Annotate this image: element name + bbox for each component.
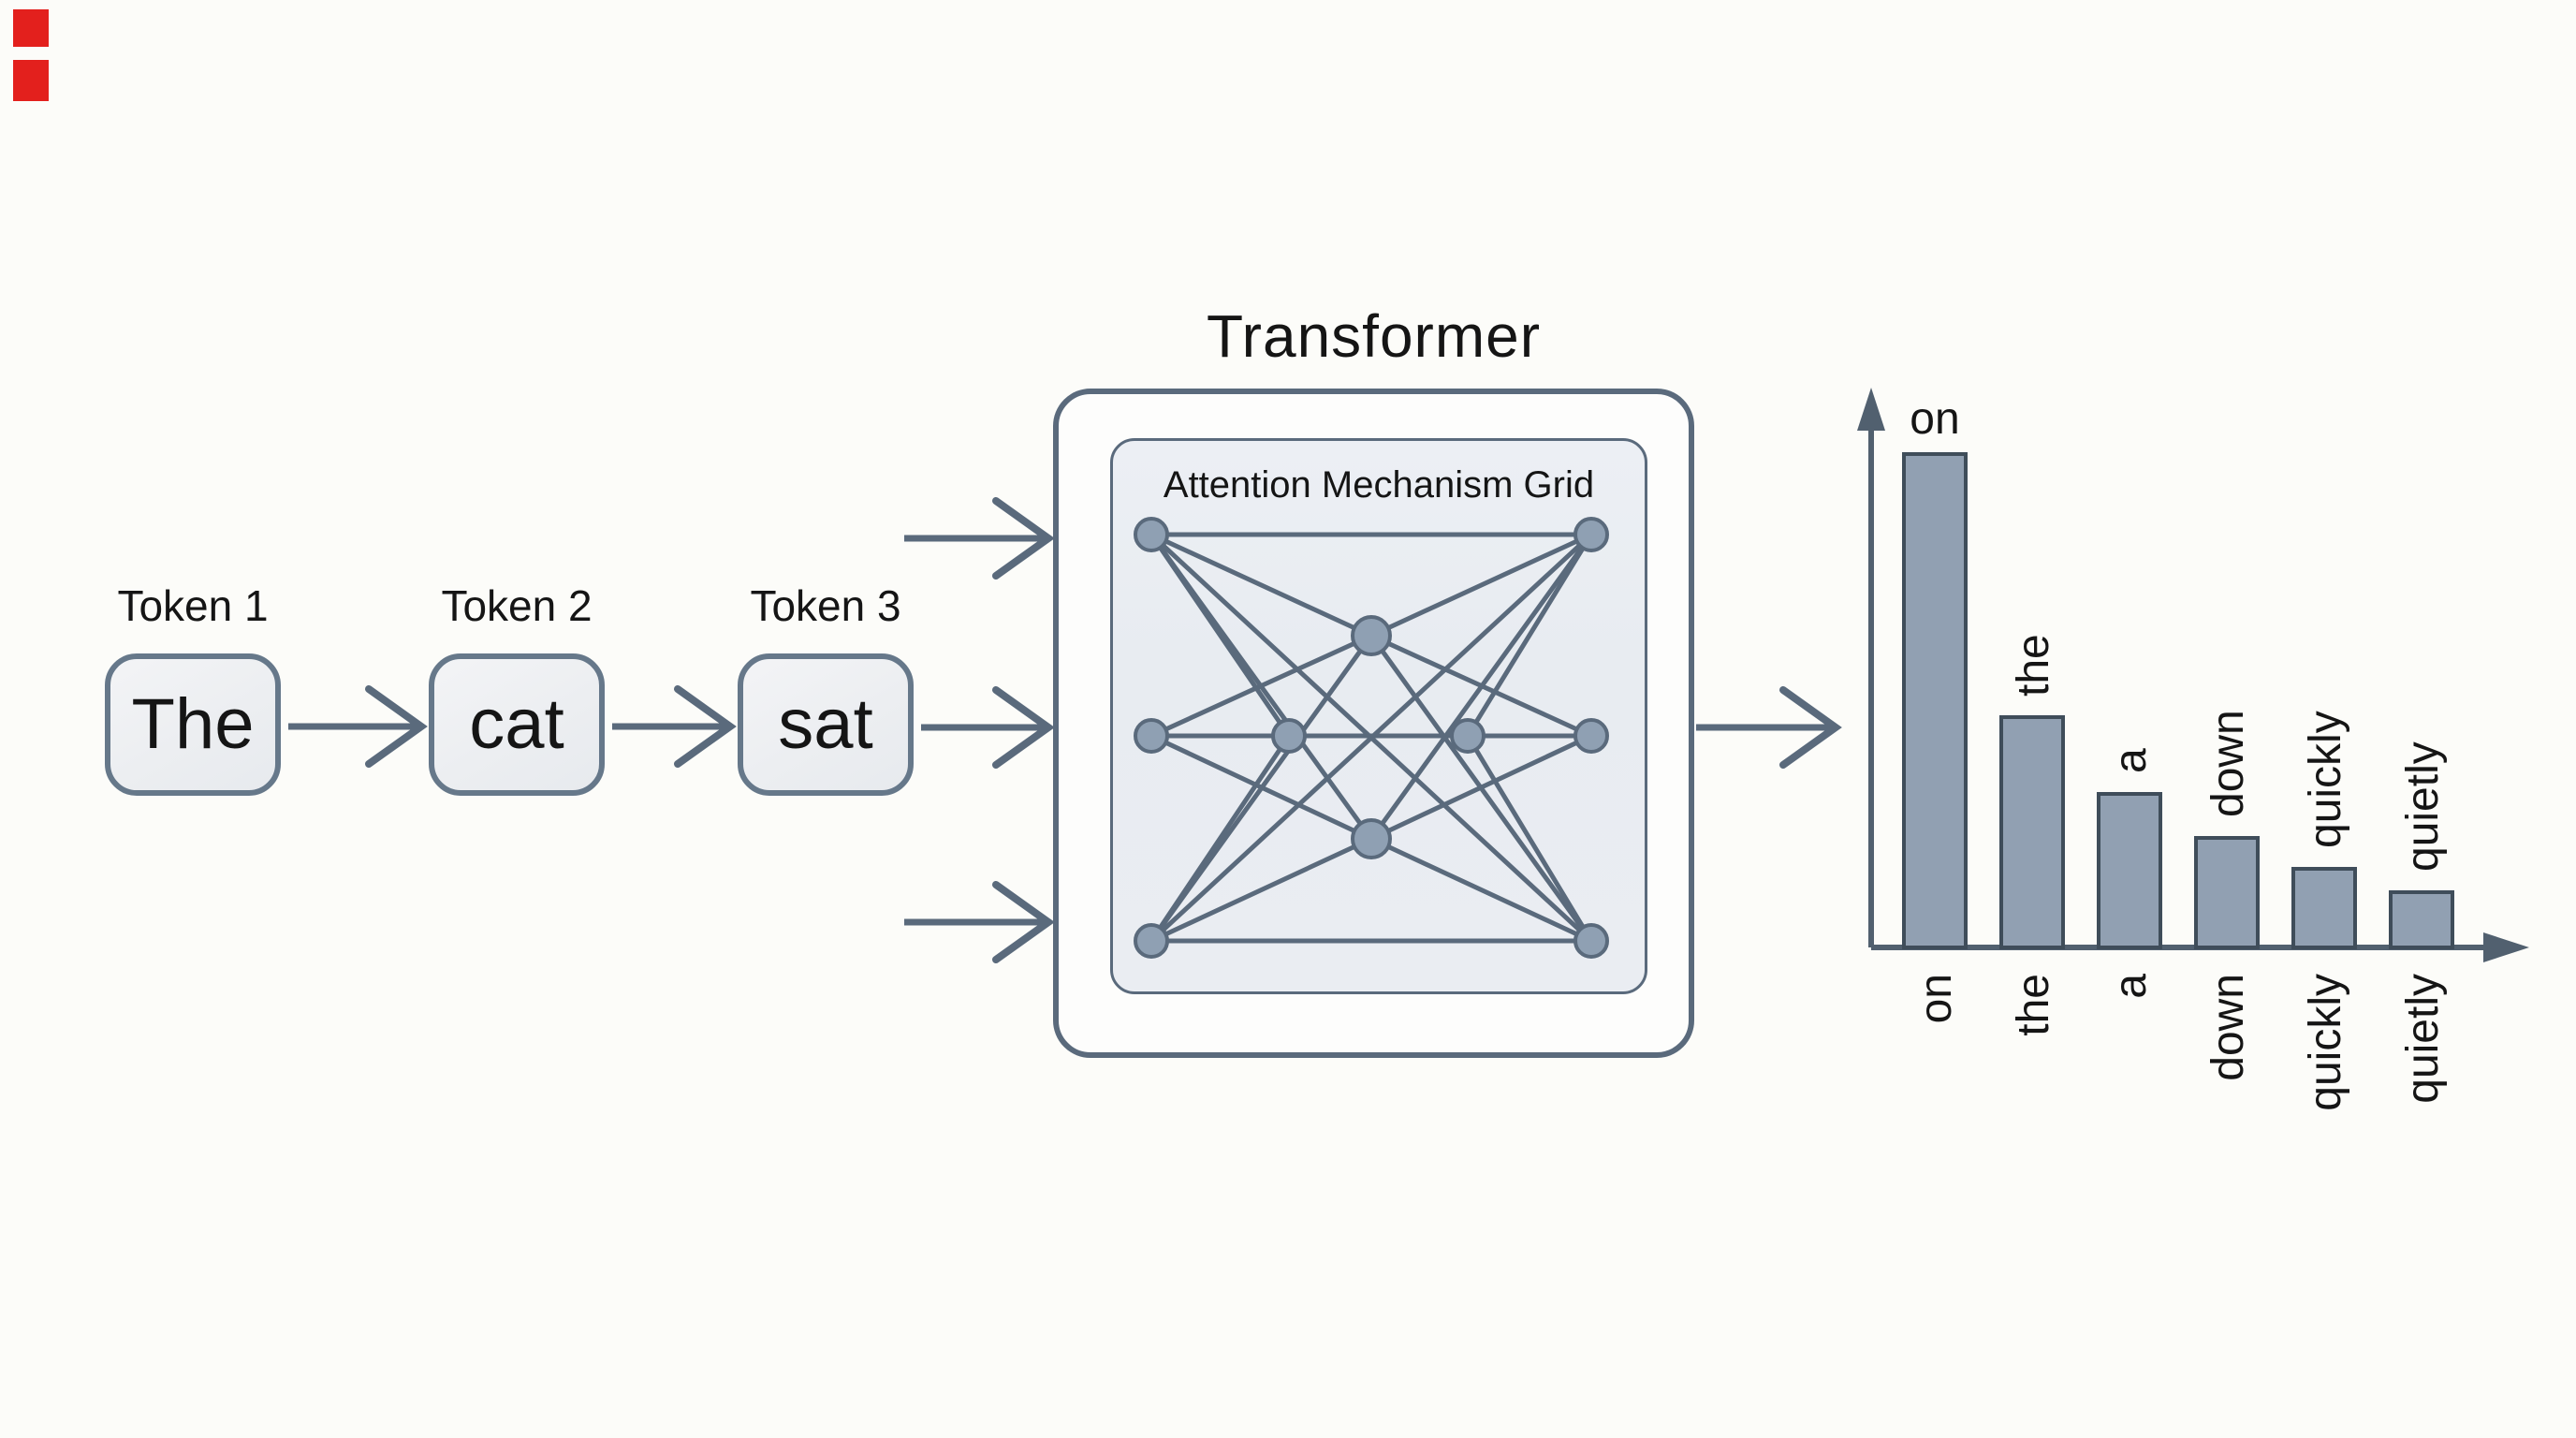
arrow-input-bottom-head (992, 881, 1055, 963)
arrow-token2-to-token3-head (674, 685, 737, 768)
attention-node-M1 (1134, 718, 1169, 754)
attention-edge-TL-TC (1149, 532, 1374, 638)
attention-grid-label: Attention Mechanism Grid (1163, 464, 1595, 506)
flow-arrows (288, 497, 1842, 963)
bar-top-label-quickly: quickly (2301, 711, 2350, 848)
arrow-input-middle-head (992, 686, 1055, 769)
y-axis-arrowhead (1857, 388, 1885, 431)
red-artifact-mark-1 (13, 9, 49, 47)
arrow-transformer-output (1696, 686, 1842, 769)
bar-down (2194, 836, 2260, 949)
token-2-label: Token 2 (441, 581, 593, 630)
attention-node-TC (1351, 615, 1392, 656)
x-axis-arrowhead (2483, 932, 2529, 962)
probability-bar-chart: ononthetheaadowndownquicklyquicklyquietl… (1857, 388, 2529, 1111)
arrow-input-bottom (904, 881, 1055, 963)
token-1-label: Token 1 (117, 581, 269, 630)
attention-node-M2 (1271, 718, 1307, 754)
attention-edge-BR-M3 (1465, 733, 1594, 944)
attention-edge-TR-BL (1149, 532, 1594, 944)
attention-edge-BC-TR (1368, 532, 1594, 842)
bar-top-label-down: down (2203, 710, 2253, 817)
attention-edge-TR-M3 (1465, 532, 1594, 739)
bar-on (1902, 452, 1968, 949)
attention-edge-BR-BC (1368, 836, 1594, 944)
x-tick-label-quickly: quickly (2301, 974, 2350, 1111)
attention-graph (1134, 517, 1609, 959)
bar-a (2097, 792, 2162, 949)
bar-top-label-the: the (2009, 634, 2058, 697)
arrow-token1-to-token2-head (365, 685, 428, 768)
token-1-box: The (105, 653, 281, 796)
arrow-transformer-output-head (1779, 686, 1842, 769)
attention-node-BC (1351, 818, 1392, 859)
token-1-word: The (131, 684, 255, 764)
x-tick-label-on: on (1911, 974, 1961, 1023)
bar-top-label-a: a (2106, 748, 2156, 773)
bar-quietly (2389, 890, 2454, 949)
arrow-input-middle (921, 686, 1055, 769)
bar-quickly (2291, 867, 2357, 949)
arrow-input-top-head (992, 497, 1055, 580)
token-3-word: sat (778, 684, 873, 764)
attention-edge-BC-TL (1149, 532, 1374, 842)
x-tick-label-the: the (2009, 974, 2058, 1036)
x-tick-label-down: down (2203, 974, 2253, 1081)
attention-edge-TR-TC (1368, 532, 1594, 638)
attention-node-BL (1134, 923, 1169, 959)
attention-node-TR (1573, 517, 1609, 552)
attention-edge-TC-BL (1149, 633, 1374, 944)
x-tick-label-a: a (2106, 974, 2156, 999)
x-tick-label-quietly: quietly (2398, 974, 2448, 1104)
attention-edge-BL-BC (1149, 836, 1374, 944)
arrow-token1-to-token2 (288, 685, 428, 768)
attention-node-M4 (1573, 718, 1609, 754)
token-2-word: cat (469, 684, 564, 764)
bar-top-label-on: on (1910, 394, 1959, 444)
bar-the (1999, 715, 2065, 949)
arrow-token2-to-token3 (612, 685, 737, 768)
transformer-title: Transformer (1206, 302, 1542, 370)
attention-node-TL (1134, 517, 1169, 552)
attention-node-M3 (1450, 718, 1486, 754)
red-artifact-mark-2 (13, 60, 49, 101)
bar-top-label-quietly: quietly (2398, 741, 2448, 872)
token-2-box: cat (429, 653, 605, 796)
attention-edge-TC-BR (1368, 633, 1594, 944)
token-3-label: Token 3 (750, 581, 901, 630)
token-3-box: sat (738, 653, 914, 796)
attention-node-BR (1573, 923, 1609, 959)
arrow-input-top (904, 497, 1055, 580)
